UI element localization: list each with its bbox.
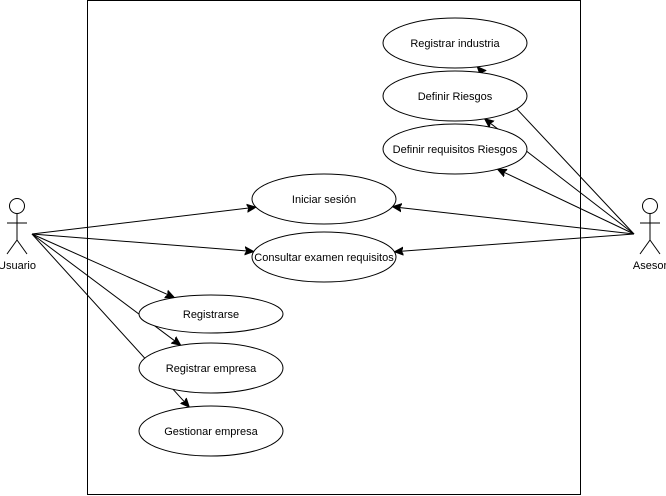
use-case-ellipse	[251, 173, 397, 225]
use-case-ellipse	[138, 405, 284, 457]
use-case-label: Registrar empresa	[166, 363, 257, 375]
use-case-ellipse	[251, 231, 397, 283]
use-case-iniciar-sesion: Iniciar sesión	[251, 173, 397, 225]
use-case-registrarse: Registrarse	[138, 294, 284, 334]
use-case-ellipse	[382, 70, 528, 122]
use-case-label: Definir Riesgos	[418, 91, 493, 103]
use-case-gestionar-empresa: Gestionar empresa	[138, 405, 284, 457]
use-case-consultar-examen-requisitos: Consultar examen requisitos	[251, 231, 397, 283]
actor-usuario: Usuario	[0, 198, 36, 272]
actor-head-icon	[642, 198, 658, 214]
use-case-label: Consultar examen requisitos	[254, 252, 394, 264]
use-case-registrar-industria: Registrar industria	[382, 17, 528, 69]
actor-right-leg	[649, 239, 661, 255]
actor-asesor: Asesor	[633, 198, 666, 272]
use-case-ellipse	[382, 17, 528, 69]
use-case-label: Gestionar empresa	[164, 426, 258, 438]
association-usuario-to-iniciar-sesion	[31, 207, 256, 235]
actors: Usuario Asesor	[0, 198, 666, 272]
use-case-label: Registrarse	[183, 309, 239, 321]
actor-left-leg	[6, 239, 18, 255]
association-asesor-to-iniciar-sesion	[393, 207, 635, 235]
association-usuario-to-consultar-examen-requisitos	[31, 233, 254, 252]
use-case-definir-requisitos-riesgos: Definir requisitos Riesgos	[382, 123, 528, 175]
association-usuario-to-registrar-empresa	[31, 233, 181, 345]
association-asesor-to-consultar-examen-requisitos	[394, 233, 635, 252]
association-asesor-to-definir-requisitos-riesgos	[498, 169, 635, 235]
system-boundary	[87, 0, 581, 495]
association-usuario-to-registrarse	[31, 233, 174, 298]
use-case-ellipse	[138, 342, 284, 394]
use-case-definir-riesgos: Definir Riesgos	[382, 70, 528, 122]
actor-left-leg	[639, 239, 651, 255]
use-case-label: Definir requisitos Riesgos	[393, 144, 518, 156]
use-case-ellipse	[382, 123, 528, 175]
use-case-label: Iniciar sesión	[292, 194, 356, 206]
use-case-registrar-empresa: Registrar empresa	[138, 342, 284, 394]
actor-head-icon	[9, 198, 25, 214]
use-case-label: Registrar industria	[410, 38, 500, 50]
use-case-ellipse	[138, 294, 284, 334]
actor-label: Asesor	[633, 260, 666, 272]
actor-label: Usuario	[0, 260, 36, 272]
actor-right-leg	[16, 239, 28, 255]
